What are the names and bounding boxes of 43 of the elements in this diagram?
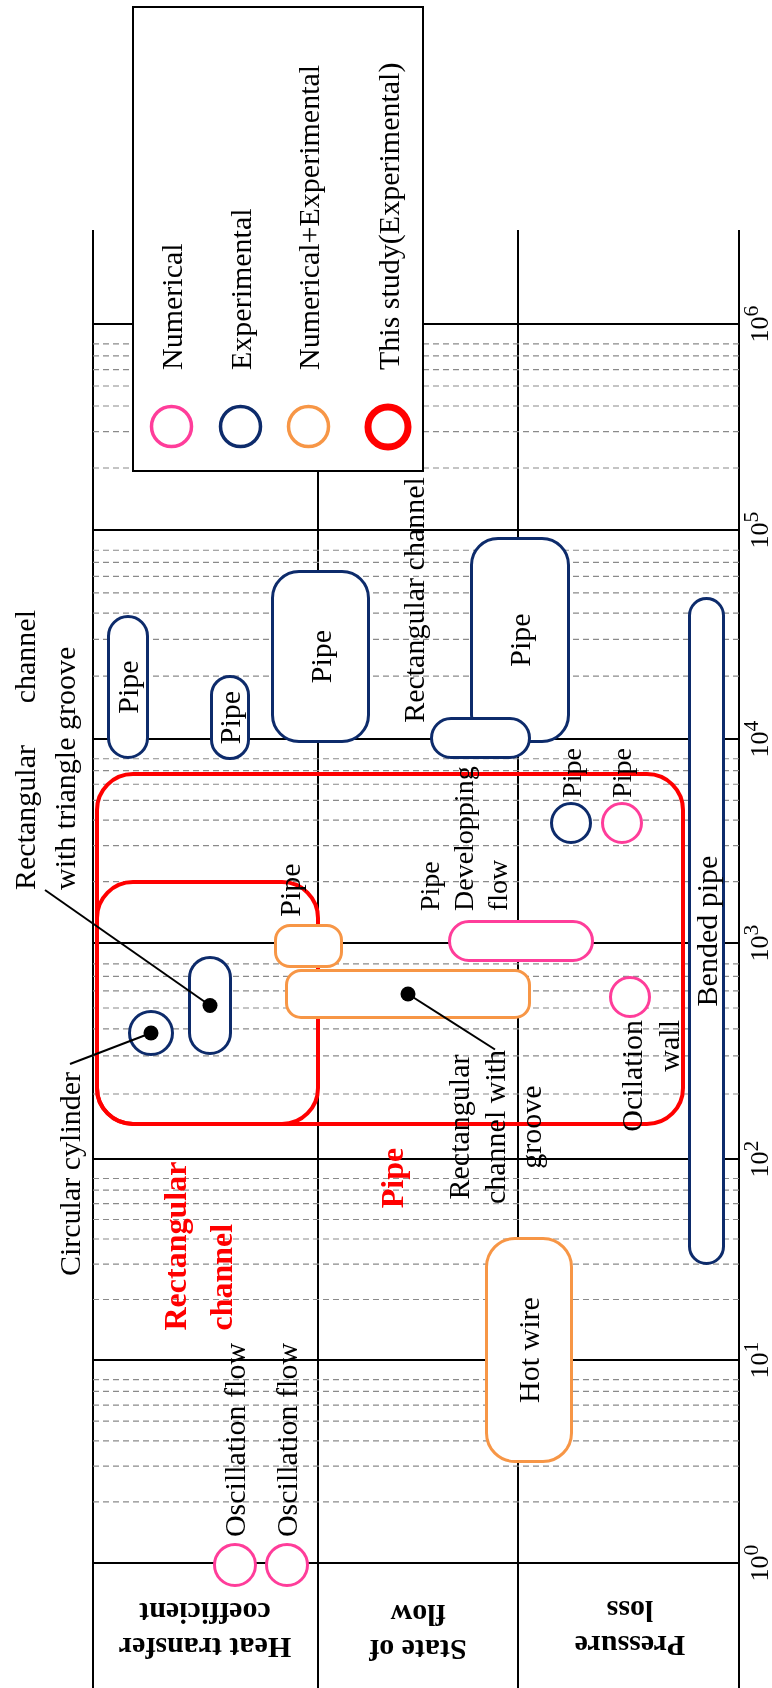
node-label: Pipe	[215, 690, 245, 745]
rounded-box	[271, 570, 370, 743]
circle-marker	[265, 1543, 309, 1587]
legend-label: This study(Experimental)	[371, 62, 405, 370]
rounded-box	[470, 537, 570, 743]
rounded-box	[285, 969, 531, 1019]
node-label: Bended pipe	[691, 855, 722, 1007]
rounded-box	[107, 615, 149, 759]
legend-label: Experimental	[223, 208, 257, 370]
region-label: Rectangular channel	[156, 1161, 240, 1331]
row-header: Pressure loss	[573, 1594, 687, 1663]
annotation-text: Pipe	[275, 863, 305, 917]
circle-marker	[601, 802, 643, 844]
annotation-text: Ocilation wall	[614, 1020, 686, 1134]
region-label: Pipe	[376, 1147, 408, 1209]
circle-marker	[128, 1010, 174, 1056]
rounded-box	[430, 717, 531, 759]
node-label: Pipe	[305, 629, 336, 684]
annotation-text: Rectangular channel	[399, 477, 429, 723]
legend-label: Numerical	[154, 243, 188, 370]
circle-marker	[213, 1543, 257, 1587]
annotation-text: Rectangular channel with triangle groove	[5, 610, 85, 890]
rounded-box	[448, 920, 594, 962]
row-header: Heat transfer coefficient	[117, 1596, 293, 1665]
annotation-text: Pipe	[608, 748, 636, 798]
circle-marker	[609, 976, 651, 1018]
node-label: Pipe	[113, 660, 143, 714]
circle-marker	[550, 802, 592, 844]
node-label: Pipe	[505, 613, 535, 667]
node-label: Hot wire	[514, 1297, 544, 1403]
rounded-box	[210, 675, 250, 760]
rounded-box	[688, 597, 725, 1265]
leader-line	[44, 889, 218, 1013]
leader-line	[400, 986, 496, 1051]
rounded-box	[274, 924, 343, 968]
row-header: State of flow	[368, 1598, 468, 1667]
annotation-text: Pipe	[558, 748, 586, 798]
annotation-text: Pipe Developping flow	[413, 765, 514, 911]
annotation-text: Circular cylinder	[52, 1064, 88, 1284]
legend-label: Numerical+Experimental	[291, 64, 325, 370]
rounded-box	[188, 956, 232, 1055]
rounded-box	[485, 1237, 573, 1463]
leader-line	[69, 1025, 159, 1065]
